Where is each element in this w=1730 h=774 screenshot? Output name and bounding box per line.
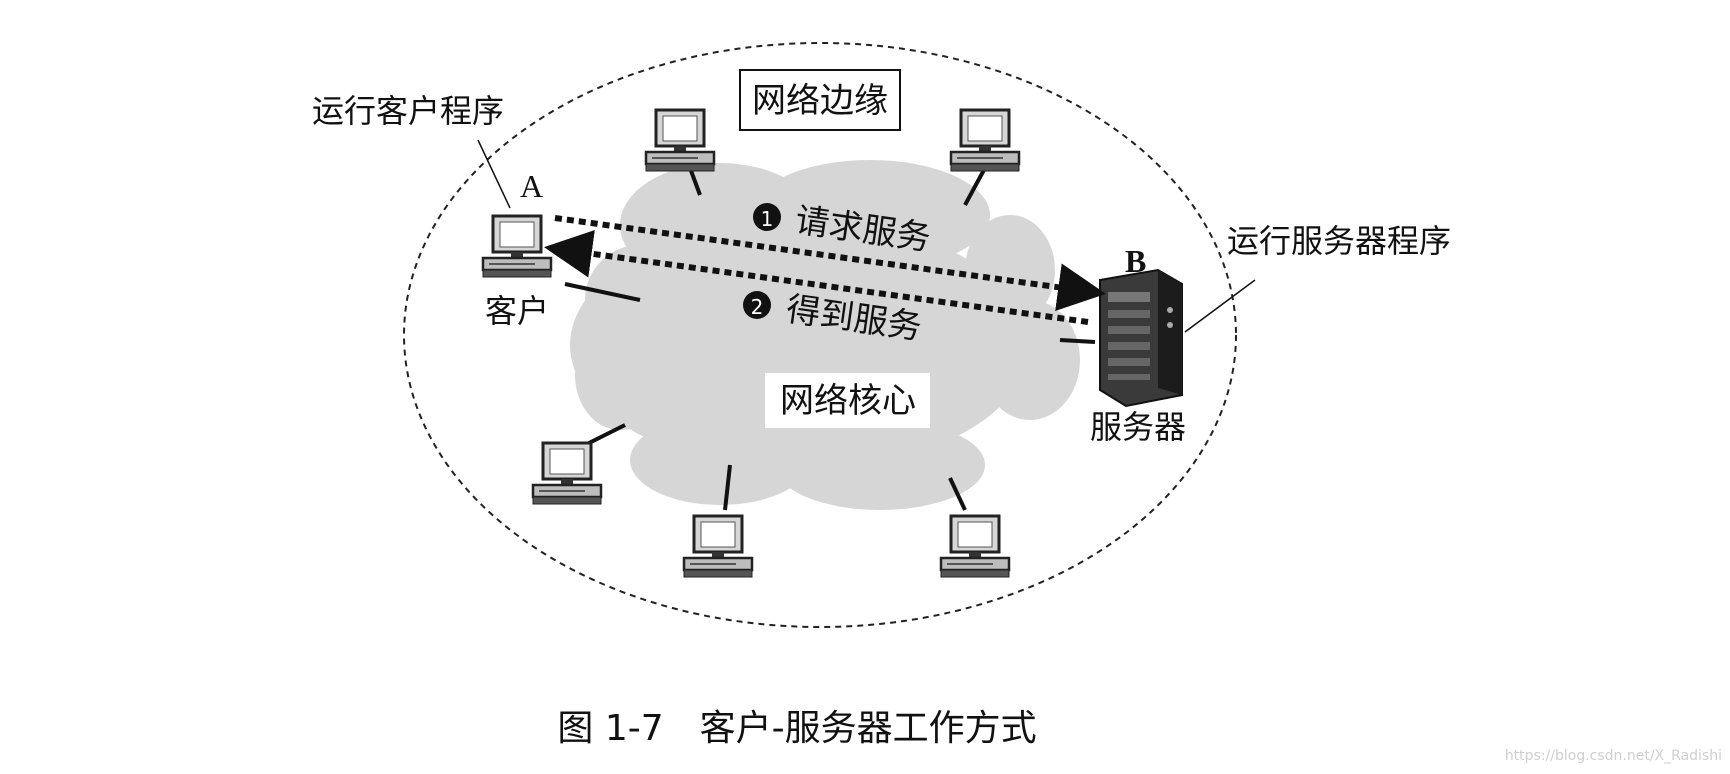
server-program-leader: [1184, 279, 1256, 333]
server-letter: B: [1125, 243, 1146, 279]
access-links: [564, 167, 1096, 511]
edge-host-bottom-center: [682, 514, 754, 579]
step-2-badge: [743, 291, 771, 319]
client-program-label: 运行客户程序: [312, 92, 504, 130]
step-2-number: 2: [751, 295, 764, 319]
client-program-leader: [477, 139, 511, 209]
request-arrow: [554, 215, 1106, 312]
edge-host-top-left: [644, 108, 716, 173]
network-core-label-box: [765, 373, 930, 428]
network-edge-boundary: [403, 42, 1237, 628]
figure-caption: 图 1-7 客户-服务器工作方式: [557, 708, 1036, 749]
server-label: 服务器: [1090, 408, 1186, 446]
step-1-badge: [753, 203, 781, 231]
client-letter: A: [520, 168, 543, 204]
edge-host-bottom-right: [939, 514, 1011, 579]
edge-host-top-right: [949, 108, 1021, 173]
server-b: [1099, 268, 1183, 408]
network-core-label: 网络核心: [780, 381, 916, 421]
client-label: 客户: [485, 292, 549, 330]
step-1-number: 1: [761, 207, 774, 231]
network-edge-label-box: [739, 69, 901, 131]
edge-host-bottom-left: [531, 441, 603, 506]
response-arrow: [544, 229, 1089, 325]
client-host-a: [481, 214, 553, 279]
network-edge-label: 网络边缘: [752, 81, 888, 121]
server-program-label: 运行服务器程序: [1227, 222, 1451, 260]
watermark: https://blog.csdn.net/X_Radishi: [1504, 748, 1722, 764]
network-core-cloud: [570, 160, 1080, 510]
